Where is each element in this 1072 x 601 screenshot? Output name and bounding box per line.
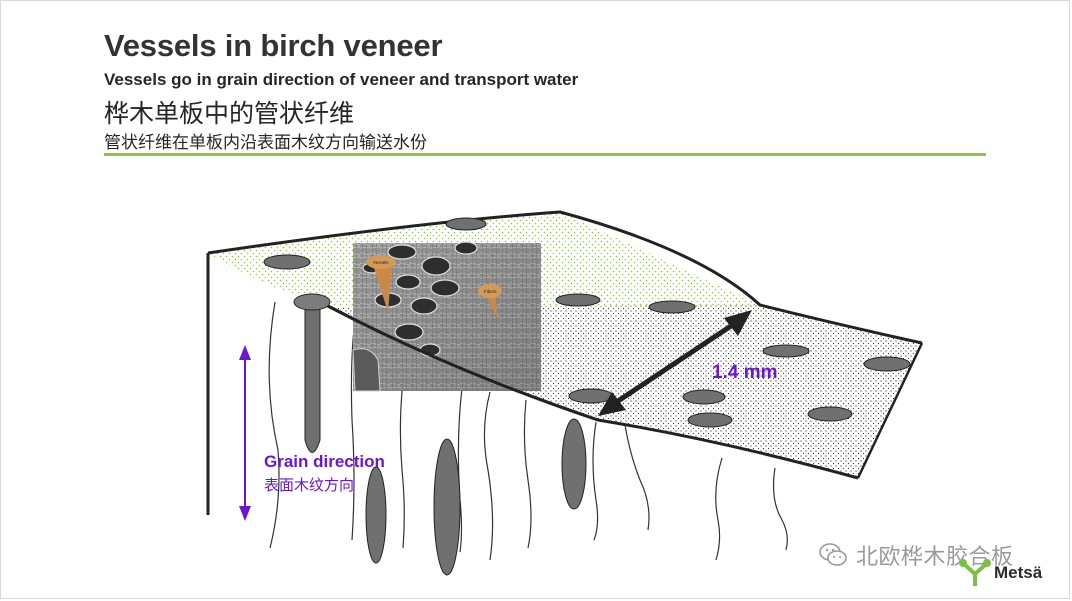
vessel-cut-5 [568,388,614,404]
vessel-long-1 [365,466,387,564]
thickness-arrow [598,310,752,416]
vessel-cut-1 [555,293,601,307]
vessel-long-3 [561,418,587,510]
thickness-label: 1.4 mm [712,362,778,383]
vessel-cut-8 [807,406,853,422]
grain-line [483,391,494,561]
grain-line [592,421,599,541]
wechat-icon [819,543,847,566]
grain-line [715,457,723,561]
slide-title: Vessels in birch veneer [104,28,443,63]
grain-direction-label: Grain direction [264,452,385,471]
callout-fibers: Fibers [478,284,502,318]
title-underline [104,153,986,156]
vessel-top-2 [263,254,311,270]
vessel-cut-4 [863,356,911,372]
grain-line [523,399,532,549]
grain-line [624,424,650,531]
metsa-tree-icon [959,559,991,586]
vessel-long-2 [433,438,461,576]
slide-subtitle: Vessels go in grain direction of veneer … [104,70,579,89]
brand-logo: Metsä [958,558,1042,588]
callout-vessels: Vessels [366,255,396,312]
vessel-cut-6 [682,389,726,405]
grain-direction-arrow [239,345,251,521]
callout-fibers-text: Fibers [484,289,497,294]
veneer-right-edge [856,342,924,479]
callout-vessels-text: Vessels [373,260,389,265]
grain-line [268,301,280,549]
slide-title-chinese: 桦木单板中的管状纤维 [104,99,355,128]
grain-line [399,371,405,549]
grain-direction-label-chinese: 表面木纹方向 [264,476,355,494]
brand-name: Metsä [994,563,1043,582]
vessel-vertical-main [304,301,321,453]
vessel-cut-2 [648,300,696,314]
sem-micrograph: Vessels Fibers [352,241,541,392]
grain-line [772,467,788,551]
vessel-vertical-main-top [293,293,331,311]
slide-subtitle-chinese: 管状纤维在单板内沿表面木纹方向输送水份 [104,133,427,153]
grain-line [350,319,356,541]
vessel-cut-7 [687,412,733,428]
veneer-top-edge [207,210,923,345]
vessel-cut-3 [762,344,810,358]
vessel-top-1 [445,217,487,231]
